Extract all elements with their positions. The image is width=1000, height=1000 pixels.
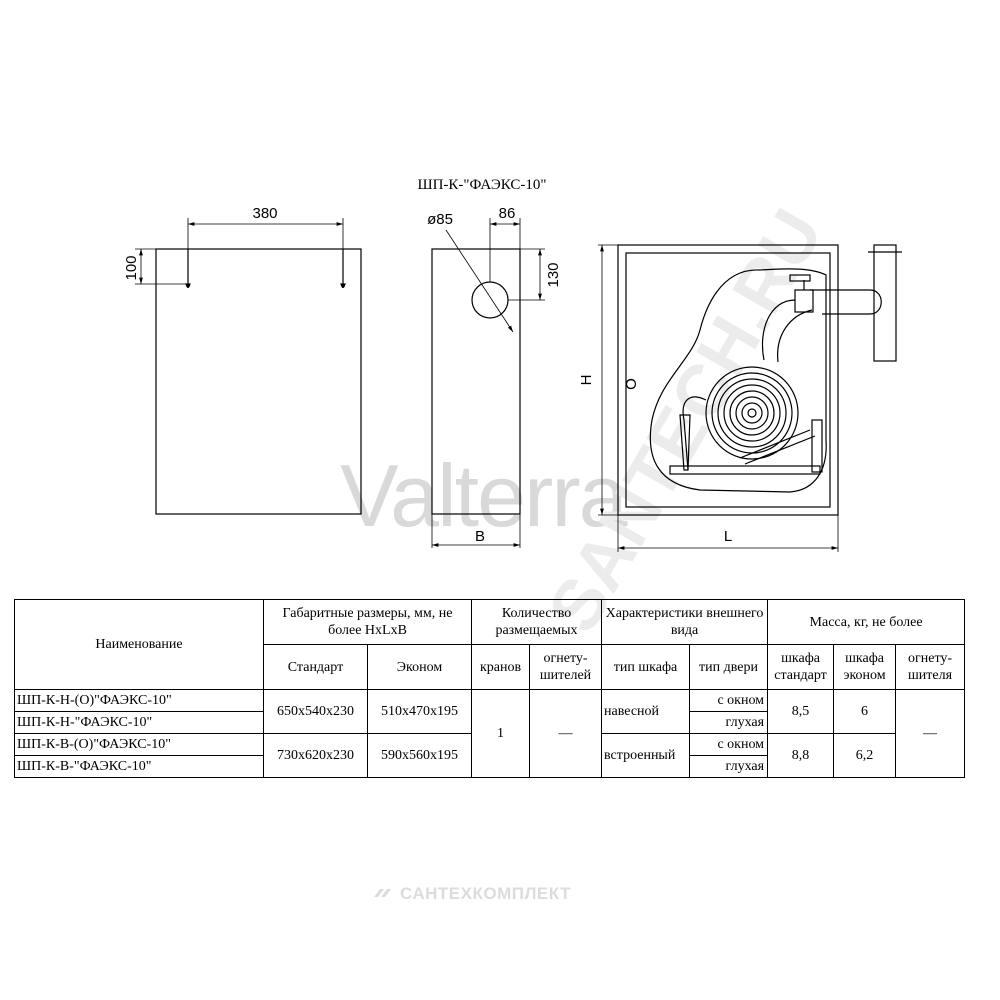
front-view [598, 244, 902, 552]
label-o: O [623, 378, 640, 390]
label-depth: B [475, 528, 485, 545]
label-length: L [724, 528, 732, 545]
cell-standard: 650x540x230 [263, 689, 368, 734]
dim-hole-diameter-label: ø85 [427, 211, 453, 228]
header-extinguishers: огнету-шителей [529, 644, 603, 690]
cell-mass-standard: 8,8 [767, 733, 835, 778]
technical-drawing: ШП-К-"ФАЭКС-10" 380 100 ø85 86 130 B [123, 177, 902, 552]
cell-door-type: глухая [689, 755, 769, 778]
header-name: Наименование [14, 599, 264, 690]
cell-door-type: глухая [689, 711, 769, 734]
cell-cabinet-type: встроенный [601, 733, 691, 778]
row-name: ШП-К-В-(О)"ФАЭКС-10" [14, 733, 264, 756]
header-cabinet-type: тип шкафа [601, 644, 691, 690]
header-mass-extinguisher: огнету-шителя [895, 644, 966, 690]
header-mass-standard: шкафа стандарт [767, 644, 835, 690]
cell-door-type: с окном [689, 689, 769, 712]
santech-logo-icon [374, 889, 391, 897]
dim-hole-offset-label: 86 [499, 205, 516, 222]
watermark-footer: САНТЕХКОМПЛЕКТ [372, 884, 571, 904]
back-view [135, 218, 362, 515]
cell-econom: 590x560x195 [366, 733, 473, 778]
cell-mass-extinguisher: — [895, 689, 966, 778]
table-row: ШП-К-В-"ФАЭКС-10" глухая [14, 755, 965, 778]
header-mass: Масса, кг, не более [767, 599, 966, 645]
side-view [431, 218, 545, 548]
header-mass-econom: шкафа эконом [833, 644, 897, 690]
cell-door-type: с окном [689, 733, 769, 756]
watermark-footer-text: САНТЕХКОМПЛЕКТ [400, 884, 571, 903]
header-valves: кранов [471, 644, 531, 690]
cell-extinguishers: — [529, 689, 603, 778]
header-econom: Эконом [366, 644, 473, 690]
cell-mass-standard: 8,5 [767, 689, 835, 734]
cell-mass-econom: 6,2 [833, 733, 897, 778]
row-name: ШП-К-В-"ФАЭКС-10" [14, 755, 264, 778]
header-dimensions: Габаритные размеры, мм, не более HxLxB [262, 599, 473, 645]
dim-hole-top-label: 130 [545, 262, 562, 287]
header-door-type: тип двери [689, 644, 769, 690]
header-appearance: Характеристики внешнего вида [601, 599, 769, 645]
cell-mass-econom: 6 [833, 689, 897, 734]
spec-table: Наименование Габаритные размеры, мм, не … [14, 599, 966, 778]
dim-width-label: 380 [252, 205, 277, 222]
dim-height-label: 100 [123, 255, 140, 280]
drawing-title: ШП-К-"ФАЭКС-10" [417, 177, 546, 193]
table-row: ШП-К-Н-"ФАЭКС-10" глухая [14, 711, 965, 734]
cell-cabinet-type: навесной [601, 689, 691, 734]
table-row: ШП-К-Н-(О)"ФАЭКС-10" 650x540x230 510x470… [14, 689, 966, 778]
cell-standard: 730x620x230 [263, 733, 368, 778]
label-height: H [578, 375, 595, 386]
cell-valves: 1 [471, 689, 531, 778]
row-name: ШП-К-Н-(О)"ФАЭКС-10" [14, 689, 264, 712]
cell-econom: 510x470x195 [366, 689, 473, 734]
row-name: ШП-К-Н-"ФАЭКС-10" [14, 711, 264, 734]
header-quantity: Количество размещаемых [471, 599, 603, 645]
header-standard: Стандарт [263, 644, 368, 690]
table-row: ШП-К-В-(О)"ФАЭКС-10" 730x620x230 590x560… [14, 733, 965, 778]
